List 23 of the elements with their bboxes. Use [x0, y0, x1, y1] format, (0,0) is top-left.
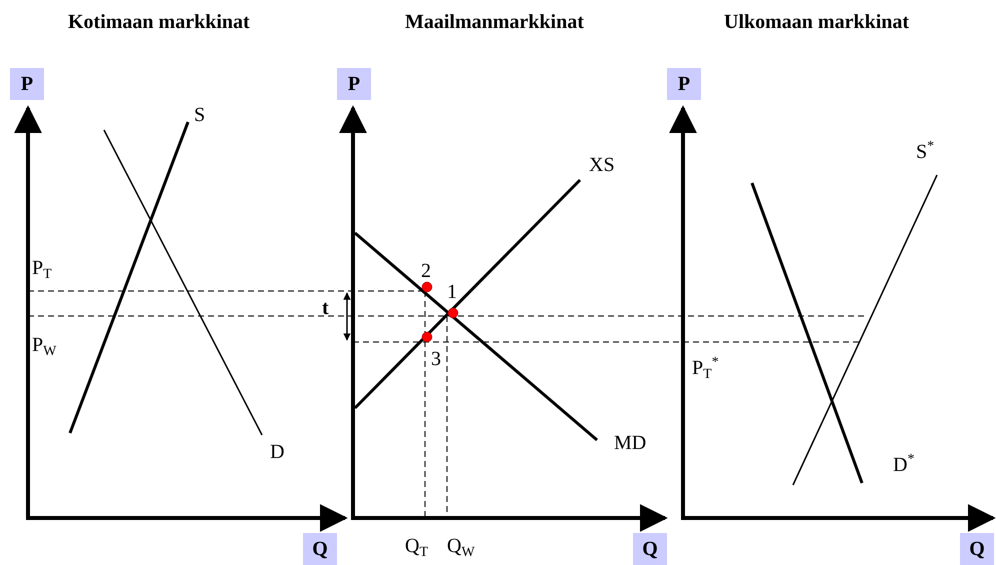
price-label: P$_{W}$ — [32, 335, 56, 355]
curve-label: XS — [589, 155, 615, 175]
panel-title: Ulkomaan markkinat — [724, 12, 910, 32]
point-label: 1 — [447, 282, 457, 302]
curve-label: D$^{*}$ — [893, 455, 914, 475]
panel-title: Maailmanmarkkinat — [405, 12, 584, 32]
axis-label: P — [337, 68, 371, 100]
quantity-label: Q$_{T}$ — [405, 536, 428, 556]
tariff-label: t — [322, 298, 329, 318]
axis-label: P — [10, 68, 44, 100]
curve-label: S$^{*}$ — [916, 142, 934, 162]
curve-label: MD — [614, 433, 646, 453]
axis-label: Q — [303, 533, 337, 565]
axis-label: P — [667, 68, 701, 100]
axis-label: Q — [633, 533, 667, 565]
point-label: 2 — [421, 261, 431, 281]
quantity-label: Q$_{W}$ — [447, 536, 475, 556]
panel-title: Kotimaan markkinat — [68, 12, 250, 32]
price-label: P$_{T}$ — [32, 258, 52, 278]
curve-label: S — [194, 105, 206, 125]
axis-label: Q — [960, 533, 994, 565]
point-label: 3 — [431, 349, 441, 369]
curve-label: D — [270, 442, 284, 462]
